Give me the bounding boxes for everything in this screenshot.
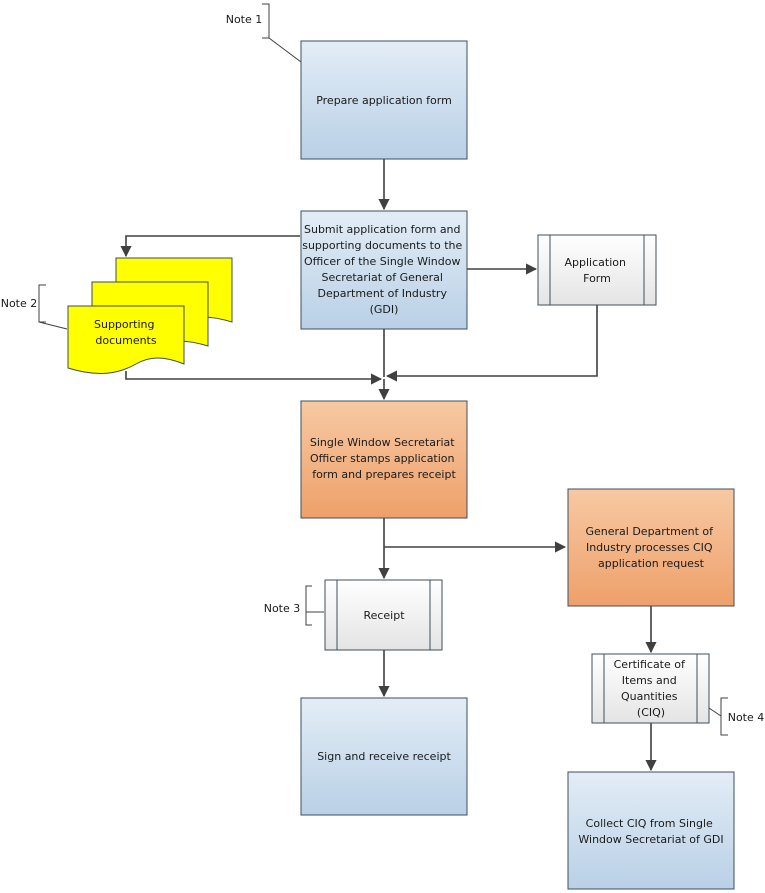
note-brackets: Note 1 Note 2 Note 3 Note 4 <box>1 3 765 736</box>
note-1-label: Note 1 <box>226 13 263 26</box>
note-1-bracket <box>262 3 270 39</box>
note-4-bracket <box>720 697 728 736</box>
process-prepare-application-form: Prepare application form <box>300 40 468 160</box>
connectors <box>120 159 657 772</box>
connector-application-form-to-merge <box>385 305 598 382</box>
document-ciq-line: Quantities <box>621 690 678 703</box>
note-2-label: Note 2 <box>1 297 38 310</box>
process-gdi-processes-ciq: General Department of Industry processes… <box>567 488 735 607</box>
connector-submit-to-supporting-docs <box>120 235 300 258</box>
note-2-bracket <box>38 284 46 323</box>
process-stamp-and-prepare-receipt: Single Window Secretariat Officer stamps… <box>300 400 468 519</box>
note-4-leader-line <box>708 707 722 717</box>
process-gdi-line: Industry processes CIQ <box>586 541 713 554</box>
supporting-documents-label: Supporting documents <box>94 318 158 347</box>
document-application-form-label: Application Form <box>565 256 630 285</box>
process-submit-label: Submit application form and supporting d… <box>302 223 466 316</box>
process-submit-application: Submit application form and supporting d… <box>300 210 468 330</box>
process-stamp-label: Single Window Secretariat Officer stamps… <box>310 436 458 481</box>
process-stamp-line: Officer stamps application <box>310 452 455 465</box>
supporting-documents-line: Supporting <box>94 318 155 331</box>
process-stamp-line: form and prepares receipt <box>312 468 456 481</box>
supporting-documents-line: documents <box>95 334 156 347</box>
process-gdi-line: General Department of <box>585 525 714 538</box>
document-ciq-label: Certificate of Items and Quantities (CIQ… <box>614 658 689 719</box>
note-1-leader-line <box>268 37 302 63</box>
process-submit-line: Department of Industry <box>318 287 448 300</box>
note-3-bracket <box>305 585 312 626</box>
process-sign-label: Sign and receive receipt <box>317 750 451 763</box>
note-3-label: Note 3 <box>264 602 301 615</box>
document-ciq-line: Certificate of <box>614 658 686 671</box>
document-application-form-line: Application <box>565 256 626 269</box>
process-gdi-label: General Department of Industry processes… <box>585 525 716 570</box>
process-submit-line: Officer of the Single Window <box>304 255 460 268</box>
process-submit-line: supporting documents to the <box>302 239 462 252</box>
supporting-documents-sheet-front <box>67 305 185 374</box>
document-ciq-line: Items and <box>622 674 677 687</box>
document-ciq-certificate: Certificate of Items and Quantities (CIQ… <box>591 653 710 724</box>
process-collect-line: Collect CIQ from Single <box>586 817 713 830</box>
document-application-form: Application Form <box>537 234 657 306</box>
document-supporting-documents: Supporting documents <box>67 257 233 374</box>
document-ciq-line: (CIQ) <box>637 706 665 719</box>
note-4-label: Note 4 <box>728 711 765 724</box>
document-application-form-line: Form <box>583 272 611 285</box>
process-collect-ciq: Collect CIQ from Single Window Secretari… <box>567 771 735 890</box>
document-receipt: Receipt <box>324 579 443 651</box>
process-sign-and-receive-receipt: Sign and receive receipt <box>300 697 468 816</box>
process-collect-label: Collect CIQ from Single Window Secretari… <box>578 817 723 846</box>
connector-supporting-docs-to-merge <box>125 371 383 385</box>
document-receipt-label: Receipt <box>363 609 405 622</box>
process-submit-line: Secretariat of General <box>322 271 443 284</box>
process-stamp-line: Single Window Secretariat <box>310 436 455 449</box>
process-submit-line: Submit application form and <box>304 223 461 236</box>
process-gdi-line: application request <box>598 557 705 570</box>
process-submit-line: (GDI) <box>370 303 399 316</box>
note-2-leader-line <box>38 321 68 330</box>
process-collect-line: Window Secretariat of GDI <box>578 833 723 846</box>
process-prepare-label: Prepare application form <box>316 94 452 107</box>
